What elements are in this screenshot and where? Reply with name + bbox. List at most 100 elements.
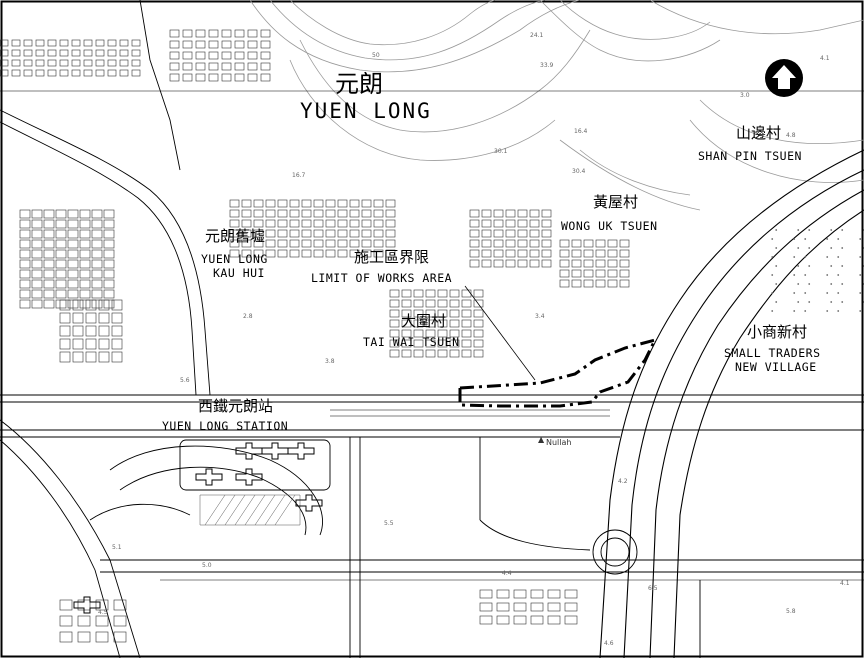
vegetation-dot <box>797 283 800 285</box>
vegetation-dot <box>837 292 840 294</box>
building <box>401 289 412 298</box>
building <box>71 49 81 57</box>
building <box>517 239 528 248</box>
building <box>289 249 300 258</box>
building <box>361 219 372 228</box>
vegetation-dot <box>804 310 807 312</box>
building <box>437 339 448 348</box>
building <box>208 40 219 49</box>
building <box>595 239 606 248</box>
building <box>425 299 436 308</box>
building <box>389 299 400 308</box>
label-nullah: Nullah <box>546 438 572 447</box>
building <box>571 259 582 268</box>
building <box>289 229 300 238</box>
building <box>241 219 252 228</box>
building <box>571 269 582 278</box>
building <box>461 329 472 338</box>
building <box>385 219 396 228</box>
building <box>571 249 582 258</box>
building <box>607 249 618 258</box>
building <box>481 259 492 268</box>
vegetation-dot <box>771 256 774 258</box>
building <box>67 249 79 259</box>
station-interchange <box>89 439 331 536</box>
building <box>55 259 67 269</box>
building <box>361 249 372 258</box>
building <box>449 319 460 328</box>
building <box>325 239 336 248</box>
building <box>361 209 372 218</box>
building <box>517 249 528 258</box>
label-station-zh: 西鐵元朗站 <box>198 397 274 415</box>
building <box>47 69 57 77</box>
building <box>349 229 360 238</box>
building <box>221 73 232 82</box>
building <box>19 279 31 289</box>
building <box>107 39 117 47</box>
building <box>19 259 31 269</box>
vegetation-dot <box>804 256 807 258</box>
building <box>325 229 336 238</box>
building <box>47 39 57 47</box>
building <box>437 309 448 318</box>
building <box>479 615 493 625</box>
building <box>23 69 33 77</box>
vegetation-dot <box>837 256 840 258</box>
building <box>0 59 9 67</box>
building <box>517 219 528 228</box>
building <box>473 299 484 308</box>
building <box>111 325 123 337</box>
building <box>234 62 245 71</box>
building <box>595 249 606 258</box>
vegetation-dot <box>775 265 778 267</box>
building <box>530 602 544 612</box>
vegetation-dot <box>826 310 829 312</box>
vegetation-dot <box>797 247 800 249</box>
vegetation-dot <box>793 292 796 294</box>
building <box>79 249 91 259</box>
building <box>111 351 123 363</box>
building <box>401 319 412 328</box>
building <box>79 219 91 229</box>
building <box>493 209 504 218</box>
building <box>481 229 492 238</box>
building <box>289 239 300 248</box>
building <box>31 219 43 229</box>
vegetation-dot <box>804 238 807 240</box>
building <box>98 351 110 363</box>
spot-height: 16.4 <box>574 128 588 135</box>
building <box>55 209 67 219</box>
vegetation-dot <box>808 283 811 285</box>
building <box>103 239 115 249</box>
building <box>59 59 69 67</box>
label-small-traders-zh: 小商新村 <box>747 323 808 341</box>
label-small-traders-en-1: SMALL TRADERS <box>724 346 821 360</box>
building <box>247 73 258 82</box>
building <box>559 259 570 268</box>
building <box>19 289 31 299</box>
building <box>169 40 180 49</box>
building <box>413 339 424 348</box>
building <box>337 249 348 258</box>
building <box>19 219 31 229</box>
label-limit-of-works-zh: 施工區界限 <box>354 248 430 266</box>
building <box>71 59 81 67</box>
building <box>79 229 91 239</box>
vegetation-dot <box>793 274 796 276</box>
building <box>517 209 528 218</box>
building <box>389 339 400 348</box>
spot-height: 4.1 <box>840 580 850 587</box>
spot-height: 4.1 <box>820 55 830 62</box>
building <box>437 299 448 308</box>
building <box>19 249 31 259</box>
spot-height: 2.8 <box>243 313 253 320</box>
building <box>83 69 93 77</box>
building <box>619 259 630 268</box>
spot-height: 4.4 <box>502 570 512 577</box>
building <box>385 199 396 208</box>
building <box>95 69 105 77</box>
building <box>95 615 109 627</box>
building <box>79 269 91 279</box>
